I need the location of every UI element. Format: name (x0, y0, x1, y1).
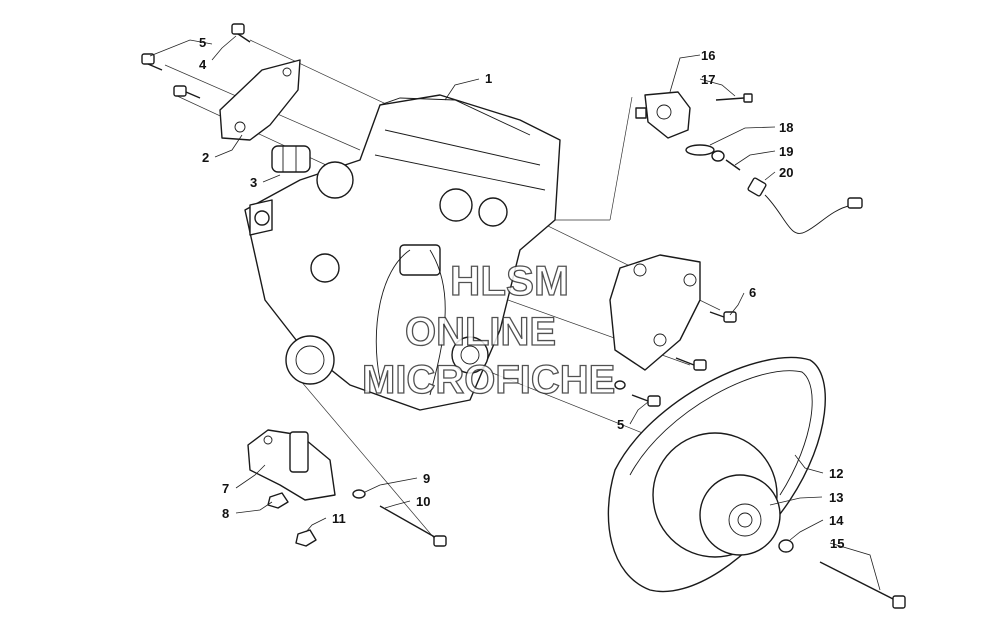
bolt-5-lower (614, 380, 661, 407)
callout-4: 4 (199, 57, 207, 72)
callout-6: 6 (749, 285, 756, 300)
watermark-line-3: MICROFICHE (362, 358, 615, 402)
lower-engine-mount (247, 429, 336, 501)
callout-7: 7 (222, 481, 229, 496)
leader-lines (149, 35, 881, 591)
callout-9: 9 (423, 471, 430, 486)
engine-assembly (244, 94, 561, 411)
washer-9 (352, 489, 366, 499)
nut-8 (267, 492, 289, 509)
callout-3: 3 (250, 175, 257, 190)
bolt-6 (709, 311, 737, 323)
callout-5: 5 (199, 35, 206, 50)
bolt-10 (379, 505, 447, 547)
callout-2: 2 (202, 150, 209, 165)
callout-20: 20 (779, 165, 793, 180)
callout-12: 12 (829, 466, 843, 481)
watermark: HLSM ONLINE MICROFICHE (361, 256, 616, 402)
callout-17: 17 (701, 72, 715, 87)
watermark-line-2: ONLINE (405, 310, 556, 354)
bolt-15 (819, 561, 906, 609)
nut-11 (295, 529, 317, 547)
callout-8: 8 (222, 506, 229, 521)
callout-13: 13 (829, 490, 843, 505)
spacer (271, 145, 311, 173)
callout-16: 16 (701, 48, 715, 63)
sensor-wire-20 (747, 177, 863, 234)
callout-10: 10 (416, 494, 430, 509)
watermark-line-1: HLSM (450, 257, 569, 304)
callout-14: 14 (829, 513, 844, 528)
bolt-right-mid (675, 357, 707, 371)
callout-5-lower: 5 (617, 417, 624, 432)
sensor-19 (725, 159, 741, 171)
washer-14 (778, 539, 794, 553)
screw-17 (715, 93, 753, 103)
callout-1: 1 (485, 71, 492, 86)
bolt-5-top (141, 53, 163, 71)
bolt-4 (231, 23, 251, 43)
callout-15: 15 (830, 536, 844, 551)
gasket-plate (609, 254, 701, 371)
callout-19: 19 (779, 144, 793, 159)
callout-11: 11 (332, 511, 346, 526)
o-ring-18 (685, 144, 725, 162)
sensor-housing-16 (635, 91, 691, 139)
callout-18: 18 (779, 120, 793, 135)
callout-labels: 1 2 3 4 5 6 7 8 9 10 11 12 13 14 15 16 1… (199, 35, 844, 551)
engine-bracket (219, 59, 301, 141)
drive-clutch (652, 432, 781, 558)
bolt-upper-left (173, 85, 201, 99)
